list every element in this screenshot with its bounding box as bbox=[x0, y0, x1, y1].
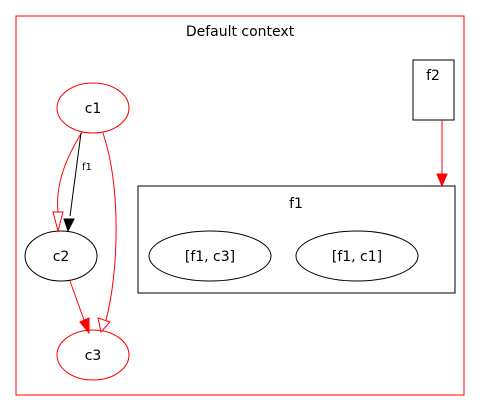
node-c1-label: c1 bbox=[85, 101, 102, 117]
default-context-cluster bbox=[15, 15, 465, 396]
node-c2[interactable]: c2 bbox=[24, 230, 98, 282]
node-f1-c3-label: [f1, c3] bbox=[185, 249, 235, 265]
node-c3-label: c3 bbox=[85, 348, 102, 364]
node-f1-c3[interactable]: [f1, c3] bbox=[148, 230, 272, 282]
default-context-label: Default context bbox=[186, 24, 295, 40]
node-c1[interactable]: c1 bbox=[56, 82, 130, 134]
node-f1-c1[interactable]: [f1, c1] bbox=[295, 230, 419, 282]
edge-c1-c3-red bbox=[97, 132, 117, 334]
edge-f2-f1-red bbox=[436, 120, 448, 188]
node-f2[interactable]: f2 bbox=[412, 59, 455, 121]
f1-cluster-label: f1 bbox=[289, 196, 303, 212]
edge-c1-c2-label: f1 bbox=[82, 162, 92, 173]
edge-c1-c2-f1: f1 bbox=[63, 132, 92, 233]
edge-c1-c2-red bbox=[52, 131, 83, 233]
node-c3[interactable]: c3 bbox=[56, 329, 130, 381]
node-c2-label: c2 bbox=[53, 249, 70, 265]
edge-c2-c3-red bbox=[69, 280, 90, 335]
node-f2-label: f2 bbox=[426, 68, 440, 84]
f1-cluster bbox=[137, 185, 456, 294]
node-f1-c1-label: [f1, c1] bbox=[332, 249, 382, 265]
